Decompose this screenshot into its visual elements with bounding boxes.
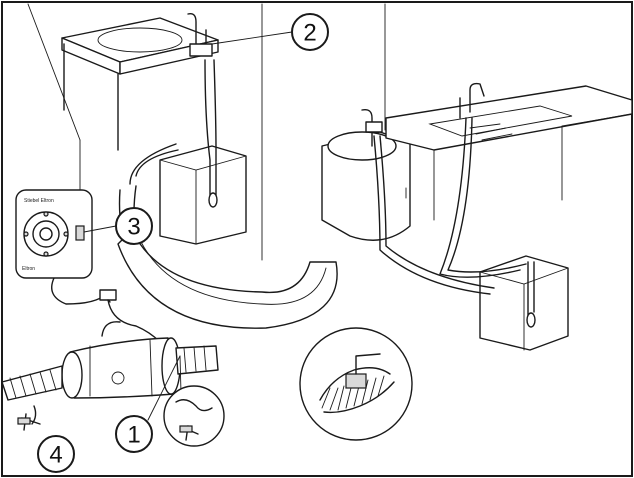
left-faucet: [187, 12, 213, 57]
control-wire: [51, 277, 161, 343]
duct-heater: [1, 321, 219, 401]
control-panel: Stiebel Eltron Eltron: [15, 189, 93, 279]
kitchen-counter: [385, 82, 633, 221]
panel-bottom-label: Eltron: [22, 266, 35, 272]
callout-3: 3: [115, 207, 153, 245]
clamp-left: [17, 405, 41, 431]
callout-4: 4: [37, 435, 75, 473]
callout-4-number: 4: [49, 442, 62, 469]
panel-brand-label: Stiebel Eltron: [24, 198, 54, 204]
left-water-heater: [159, 59, 247, 245]
callout-3-number: 3: [127, 214, 140, 241]
callout-2: 2: [291, 13, 329, 51]
callout-2-number: 2: [303, 20, 316, 47]
right-sink: [321, 108, 411, 241]
hose-detail: [299, 327, 413, 441]
clamp-detail: [163, 385, 225, 447]
supply-pipes: [129, 117, 527, 295]
callout-1: 1: [115, 415, 153, 453]
callout-1-number: 1: [127, 422, 140, 449]
right-water-heater: [479, 255, 569, 351]
left-sink: [61, 17, 219, 151]
